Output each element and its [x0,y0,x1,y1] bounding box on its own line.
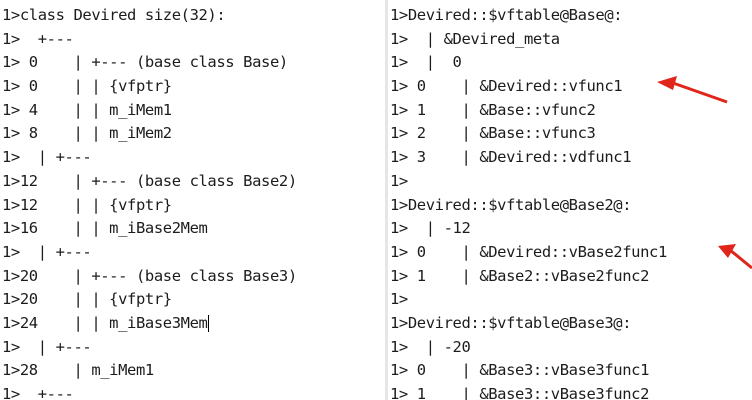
left-output-line-13: 1>24 | | m_iBase3Mem [2,313,210,332]
arrow-vbase2func1-shaft [729,248,752,270]
right-output-line-14: 1> | -20 [390,337,471,356]
right-output-line-3: 1> 0 | &Devired::vfunc1 [390,77,623,96]
pane-divider[interactable] [385,0,388,400]
left-output-line-11: 1>20 | +--- (base class Base3) [2,266,297,285]
arrow-vbase2func1-annotation [718,244,752,270]
right-output-line-4: 1> 1 | &Base::vfunc2 [390,100,596,119]
arrow-vfunc1-annotation [657,76,728,104]
left-output-line-4: 1> 4 | | m_iMem1 [2,100,172,119]
left-output-line-10: 1> | +--- [2,242,92,261]
left-output-line-9: 1>16 | | m_iBase2Mem [2,219,208,238]
right-output-line-15: 1> 0 | &Base3::vBase3func1 [390,361,650,380]
left-output-line-7: 1>12 | +--- (base class Base2) [2,171,297,190]
left-output-line-8: 1>12 | | {vfptr} [2,195,172,214]
right-output-line-0: 1>Devired::$vftable@Base@: [390,6,623,24]
left-output-line-5: 1> 8 | | m_iMem2 [2,124,172,143]
right-output-line-12: 1> [390,290,408,309]
arrow-vbase2func1-head [718,244,736,258]
right-output-lines: 1>Devired::$vftable@Base@:1> | &Devired_… [388,0,752,400]
left-output-line-15: 1>28 | m_iMem1 [2,361,154,380]
right-output-line-13: 1>Devired::$vftable@Base3@: [390,313,632,332]
left-output-line-12: 1>20 | | {vfptr} [2,290,172,309]
left-output-line-14: 1> | +--- [2,337,92,356]
right-output-line-1: 1> | &Devired_meta [390,29,560,48]
right-output-pane[interactable]: 1>Devired::$vftable@Base@:1> | &Devired_… [388,0,752,400]
left-output-line-0: 1>class Devired size(32): [2,6,226,24]
arrow-vfunc1-head [657,76,677,90]
right-output-line-7: 1> [390,171,408,190]
arrow-vfunc1-shaft [672,81,728,104]
right-output-line-11: 1> 1 | &Base2::vBase2func2 [390,266,650,285]
left-output-line-2: 1> 0 | +--- (base class Base) [2,53,288,72]
left-output-pane[interactable]: 1>class Devired size(32): 1> +--- 1> 0 | +… [0,0,385,400]
left-output-line-1: 1> +--- [2,29,74,48]
right-output-line-9: 1> | -12 [390,219,471,238]
right-output-line-8: 1>Devired::$vftable@Base2@: [390,195,632,214]
right-output-line-16: 1> 1 | &Base3::vBase3func2 [390,385,650,400]
left-output-line-6: 1> | +--- [2,148,92,167]
left-output-line-16: 1> +--- [2,385,74,400]
left-output-line-3: 1> 0 | | {vfptr} [2,77,172,96]
right-output-line-6: 1> 3 | &Devired::vdfunc1 [390,148,632,167]
left-output-lines: 1>class Devired size(32): 1> +--- 1> 0 | +… [2,6,297,400]
right-output-line-5: 1> 2 | &Base::vfunc3 [390,124,596,143]
text-caret [208,314,210,332]
right-output-line-2: 1> | 0 [390,53,462,72]
right-output-line-10: 1> 0 | &Devired::vBase2func1 [390,242,667,261]
